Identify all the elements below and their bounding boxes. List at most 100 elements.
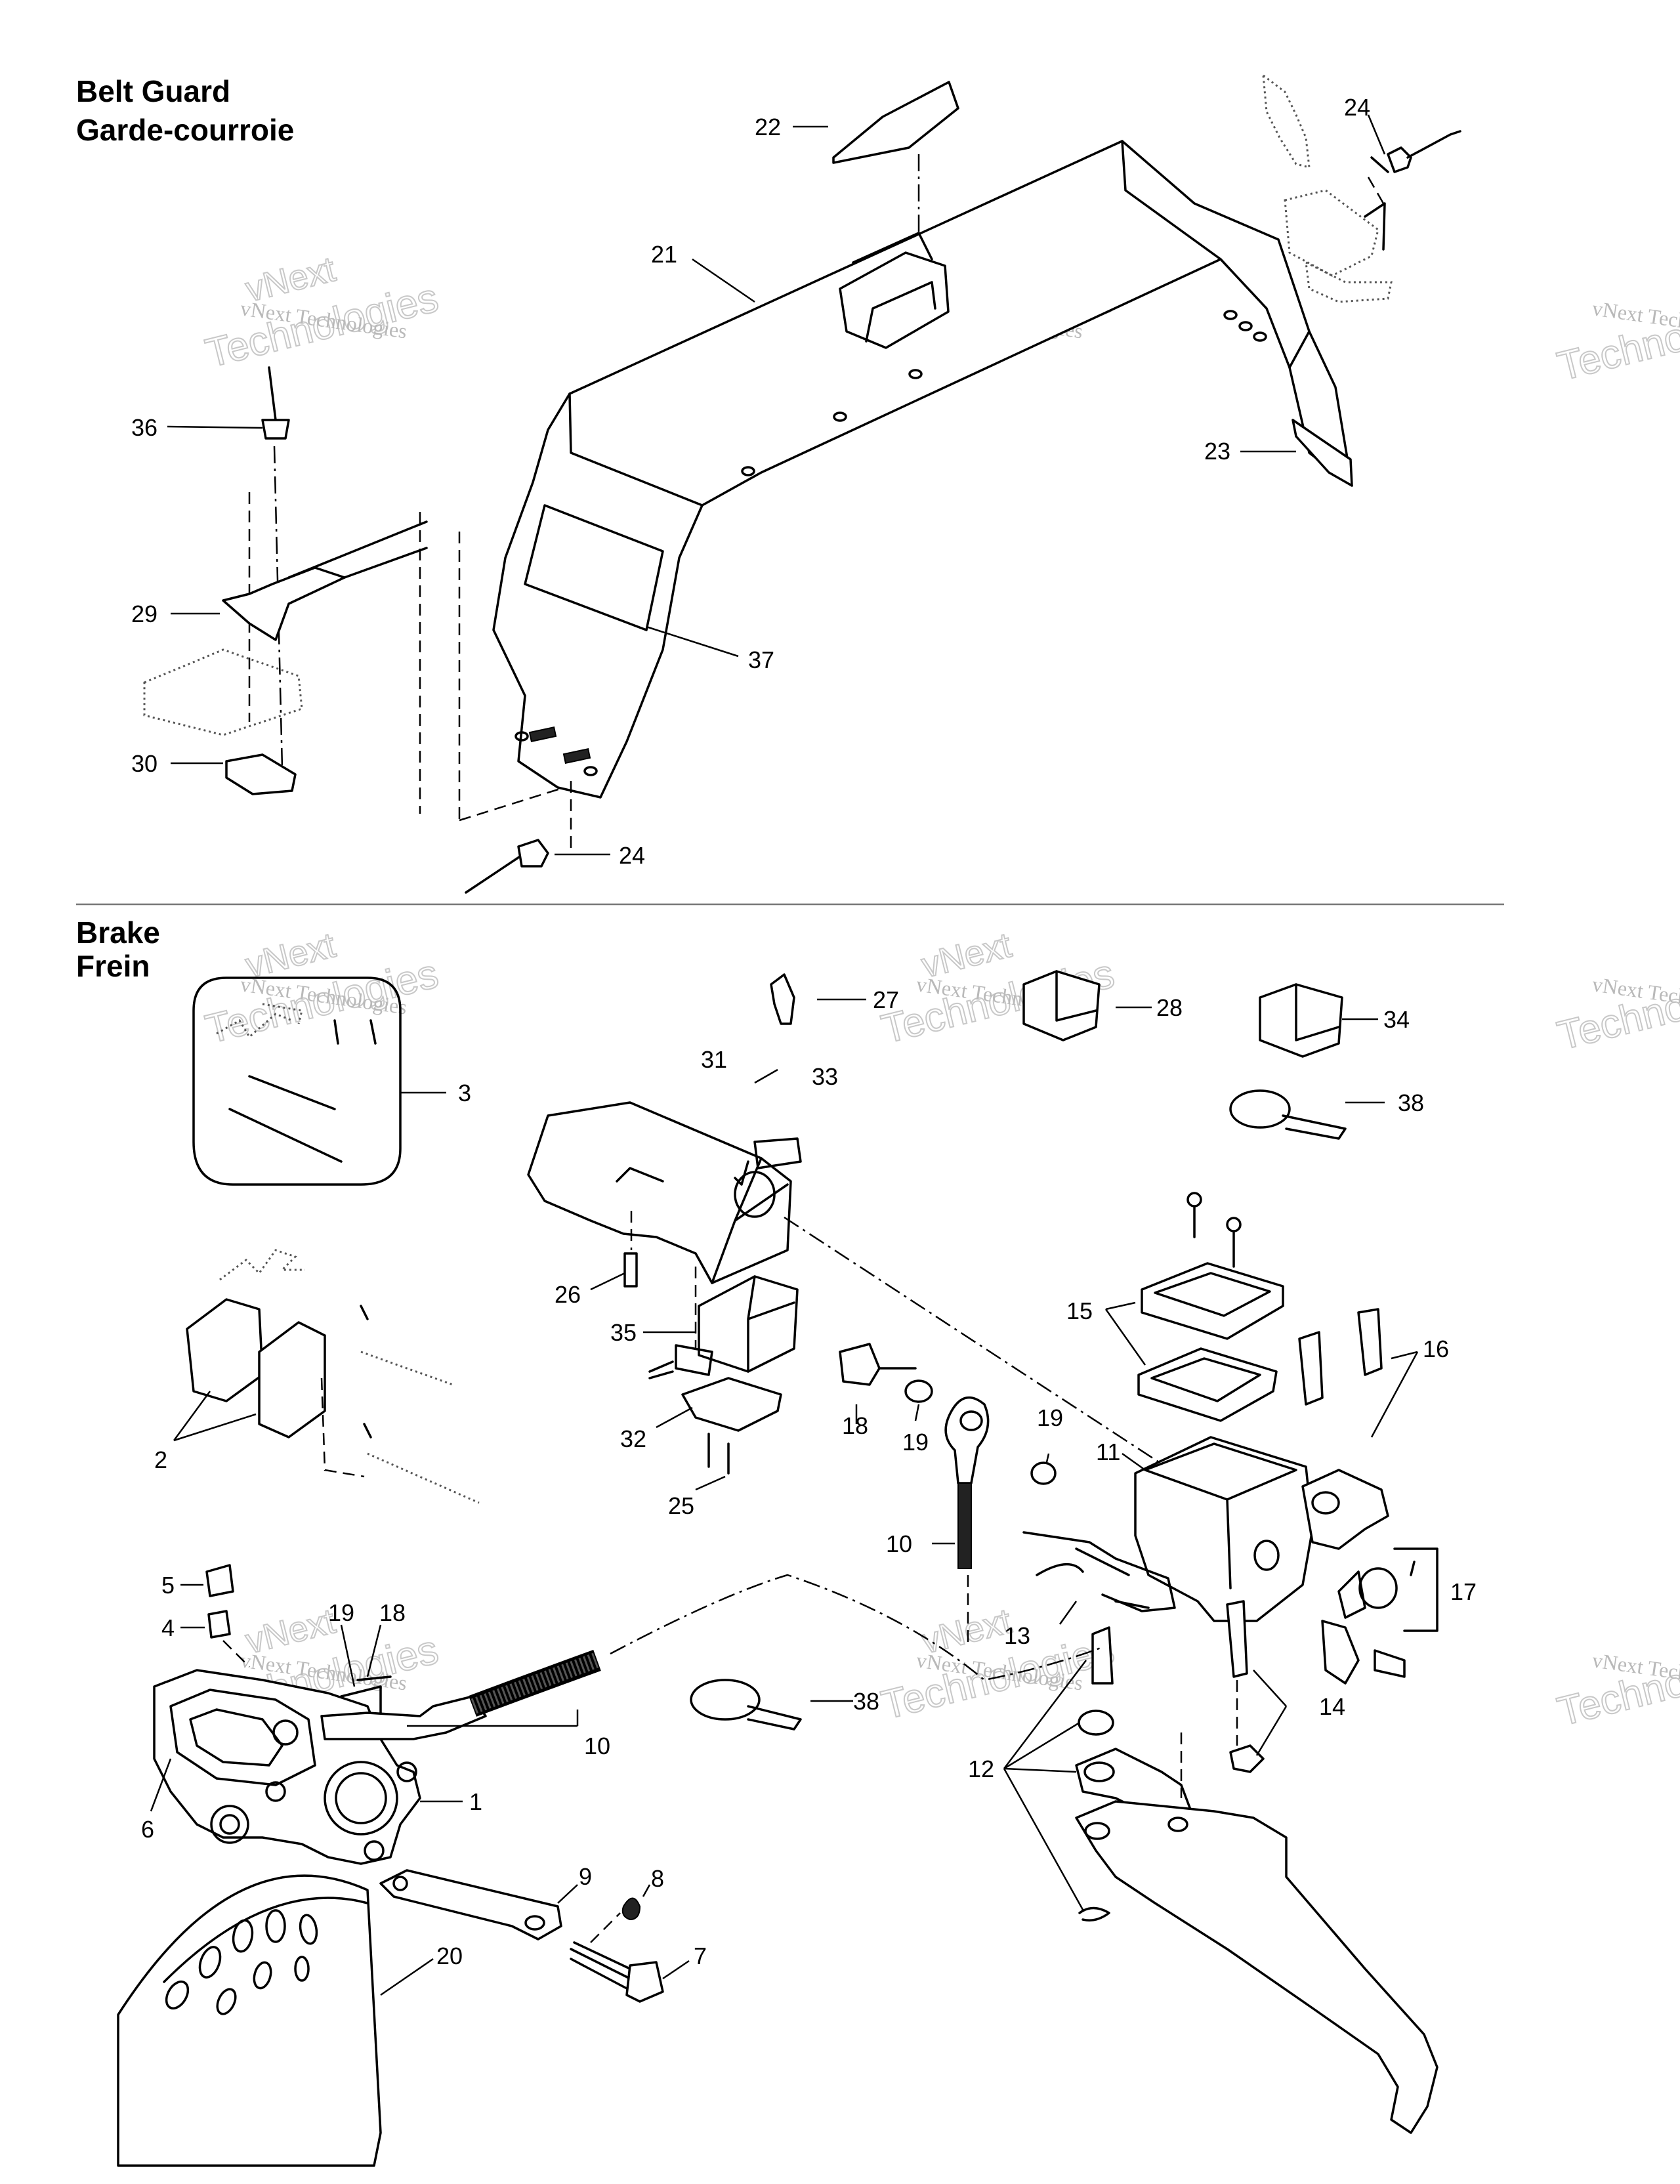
callout-1: 1: [469, 1788, 482, 1815]
brake-hose-10: [944, 1396, 990, 1484]
callout-21: 21: [651, 241, 677, 268]
diaphragm-15: [1137, 1347, 1278, 1422]
callout-25: 25: [668, 1492, 694, 1519]
label-22-part: [832, 81, 959, 164]
clamp-16: [1301, 1469, 1389, 1550]
pivot-bolt-12: [1091, 1626, 1114, 1685]
watermarks: Technologies vNext vNext Technologies Te…: [201, 249, 1680, 1736]
callout-7: 7: [694, 1942, 707, 1969]
bolt-16a: [1298, 1331, 1324, 1406]
bracket-23: [1292, 419, 1353, 487]
callout-19: 19: [1037, 1404, 1063, 1431]
banjo-bolt-18: [839, 1343, 881, 1386]
brake-pad-right: [258, 1321, 326, 1438]
callout-31: 31: [701, 1046, 727, 1073]
callout-14: 14: [1319, 1693, 1345, 1720]
callout-4: 4: [161, 1614, 175, 1641]
nut-14: [1229, 1744, 1265, 1773]
brake-disc-20: [117, 1874, 382, 2167]
callout-20: 20: [436, 1942, 463, 1969]
callout-33: 33: [812, 1063, 838, 1090]
brake-title-fr: Frein: [76, 949, 150, 983]
callout-8: 8: [651, 1865, 664, 1892]
callout-17: 17: [1450, 1578, 1477, 1605]
callout-15: 15: [1066, 1297, 1093, 1324]
sticker-33: [753, 1137, 802, 1169]
callout-5: 5: [161, 1572, 175, 1599]
hose-fitting: [320, 1695, 487, 1740]
washer-19: [904, 1379, 933, 1403]
callout-38: 38: [853, 1688, 879, 1715]
set-screw-26: [623, 1252, 638, 1288]
bracket-32: [681, 1377, 782, 1432]
screws-25: [707, 1433, 730, 1475]
callout-38: 38: [1398, 1089, 1424, 1116]
callout-19: 19: [328, 1599, 354, 1626]
belt-guard-title-en: Belt Guard: [76, 74, 230, 108]
callout-18: 18: [842, 1412, 868, 1439]
clip-27: [770, 973, 795, 1025]
housing-31: [527, 1101, 792, 1284]
brake-title-en: Brake: [76, 915, 160, 950]
belt-guard-title-fr: Garde-courroie: [76, 113, 294, 147]
bleeder-cap-5: [205, 1564, 234, 1597]
callout-22: 22: [755, 114, 781, 140]
callout-26: 26: [555, 1281, 581, 1308]
boot: [1321, 1620, 1360, 1685]
tie-strap-38: [1229, 1089, 1291, 1129]
gasket: [143, 648, 303, 736]
callout-18: 18: [379, 1599, 406, 1626]
callout-24: 24: [1344, 94, 1370, 121]
brake-lever: [1075, 1800, 1438, 2134]
rivet-24-top: [1387, 146, 1412, 173]
circlip-12: [1078, 1906, 1110, 1922]
washer-19: [1030, 1461, 1057, 1485]
callout-32: 32: [620, 1425, 646, 1452]
callout-3: 3: [458, 1080, 471, 1106]
thread-locker-8: [621, 1897, 641, 1921]
bolt-16b: [1357, 1308, 1383, 1376]
callout-24: 24: [619, 842, 645, 869]
belt-guard-clip: [839, 251, 950, 349]
bleeder-4: [207, 1610, 231, 1639]
callout-16: 16: [1423, 1335, 1449, 1362]
callout-34: 34: [1383, 1006, 1410, 1033]
callout-30: 30: [131, 750, 158, 777]
rivet-24-bottom: [517, 839, 549, 868]
watermark-technologies: Technologies: [1553, 1633, 1680, 1735]
callout-2: 2: [154, 1446, 167, 1473]
tie-strap-38b: [690, 1679, 761, 1721]
rivet-36: [268, 366, 277, 421]
callout-9: 9: [579, 1863, 592, 1890]
callout-29: 29: [131, 600, 158, 627]
brake-pad-left: [186, 1298, 264, 1402]
shim-9: [379, 1869, 562, 1941]
pin: [1374, 1649, 1406, 1678]
plate-30: [225, 753, 297, 795]
washer-12: [1078, 1710, 1114, 1736]
decal-37: [524, 504, 664, 631]
brake-assembly: [117, 970, 1438, 2167]
bolt-7: [570, 1948, 631, 1980]
reservoir-cover-15: [1141, 1262, 1284, 1340]
callout-12: 12: [968, 1755, 994, 1782]
callout-10: 10: [584, 1732, 610, 1759]
kit-3-box: [192, 976, 402, 1186]
callout-6: 6: [141, 1816, 154, 1843]
callout-35: 35: [610, 1319, 637, 1346]
callout-27: 27: [873, 986, 899, 1013]
connector-34: [1259, 983, 1343, 1058]
callout-36: 36: [131, 414, 158, 441]
callout-11: 11: [1096, 1438, 1120, 1465]
bracket-29: [222, 566, 346, 641]
bolt-14: [1226, 1600, 1248, 1678]
connector-28: [1022, 970, 1101, 1041]
callout-23: 23: [1204, 438, 1230, 465]
belt-guard-assembly: [143, 73, 1461, 894]
cap-17: [1358, 1567, 1398, 1609]
watermark-technologies: Technologies: [1553, 957, 1680, 1059]
callout-13: 13: [1004, 1622, 1030, 1649]
callout-19: 19: [902, 1429, 929, 1456]
callout-10: 10: [886, 1530, 912, 1557]
